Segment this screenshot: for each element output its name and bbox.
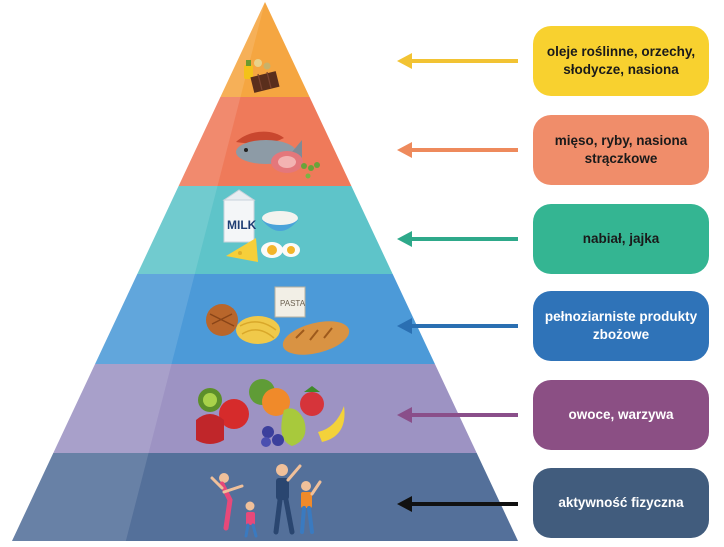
pyramid-level-2-shade [178, 97, 241, 186]
arrow-head-4 [397, 318, 412, 334]
arrow-head-6 [397, 496, 412, 512]
pyramid-level-5-shade [53, 364, 172, 453]
level-label-5: owoce, warzywa [568, 407, 674, 422]
svg-text:MILK: MILK [227, 218, 257, 232]
oil-nuts-sweets-icon [244, 59, 280, 93]
pyramid-level-4-shade [95, 274, 195, 364]
level-label-box-2: mięso, ryby, nasiona strączkowe [533, 115, 709, 185]
level-label-box-5: owoce, warzywa [533, 380, 709, 450]
arrow-head-3 [397, 231, 412, 247]
arrow-head-5 [397, 407, 412, 423]
pyramid-level-3-shade [137, 186, 218, 274]
pyramid-level-3 [137, 186, 393, 274]
whole-grains-icon: PASTA [206, 286, 350, 355]
svg-text:PASTA: PASTA [280, 299, 306, 308]
fruit-vegetables-icon [196, 379, 345, 447]
level-label-box-4: pełnoziarniste produkty zbożowe [533, 291, 709, 361]
arrow-head-1 [397, 53, 412, 69]
level-label-4: pełnoziarniste produkty zbożowe [544, 309, 698, 342]
pyramid-level-6-shade [12, 453, 149, 541]
level-label-3: nabiał, jajka [582, 231, 660, 246]
dairy-eggs-icon: MILK [222, 189, 300, 262]
level-label-box-1: oleje roślinne, orzechy, słodycze, nasio… [533, 26, 709, 96]
level-label-box-3: nabiał, jajka [533, 204, 709, 274]
pyramid-level-6 [12, 453, 518, 541]
pyramid-level-1-shade [220, 2, 265, 97]
pyramid-level-1 [220, 2, 310, 97]
physical-activity-icon [210, 464, 322, 538]
level-label-1: oleje roślinne, orzechy, słodycze, nasio… [546, 44, 696, 77]
arrow-head-2 [397, 142, 412, 158]
level-label-2: mięso, ryby, nasiona strączkowe [554, 133, 688, 166]
meat-fish-legumes-icon [236, 131, 320, 179]
level-label-6: aktywność fizyczna [558, 495, 684, 510]
arrows [397, 53, 518, 512]
level-label-box-6: aktywność fizyczna [533, 468, 709, 538]
